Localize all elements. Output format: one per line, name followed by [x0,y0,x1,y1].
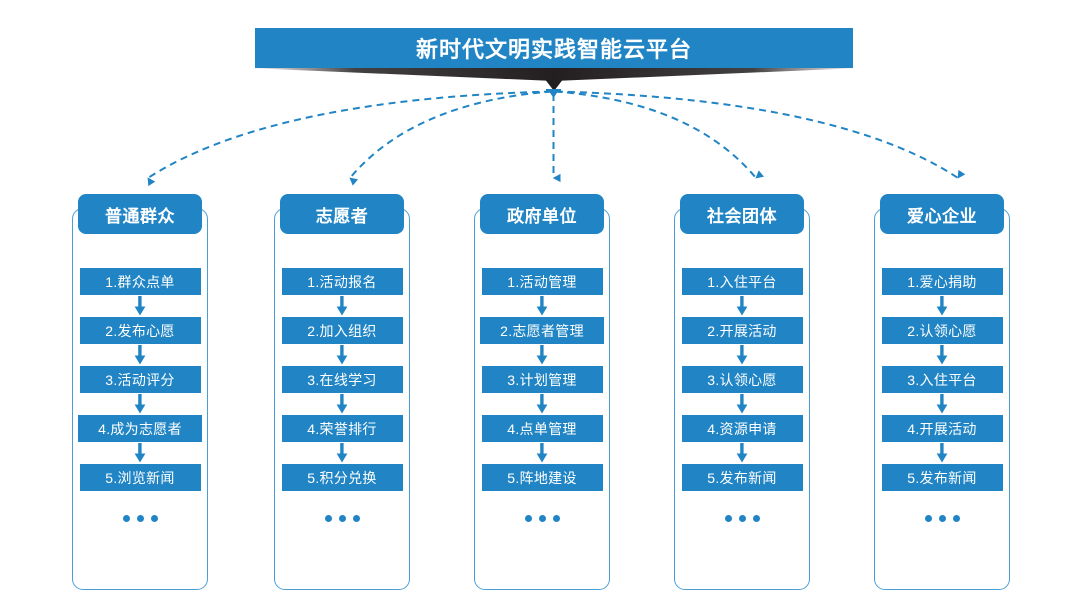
flow-arrow-down-icon [72,295,208,317]
connector-to-column-2 [349,90,553,186]
more-indicator [474,503,610,533]
list-item[interactable]: 1.入住平台 [681,268,803,295]
column-政府单位: 政府单位 1.活动管理 2.志愿者管理 3.计划管理 4.点单管理 5.阵地建设 [474,194,610,590]
list-item[interactable]: 4.开展活动 [881,415,1003,442]
connector-to-column-4 [554,90,765,179]
more-indicator [274,503,410,533]
flow-arrow-down-icon [674,442,810,464]
column-header-5[interactable]: 爱心企业 [880,194,1004,234]
column-爱心企业: 爱心企业 1.爱心捐助 2.认领心愿 3.入住平台 4.开展活动 5.发布新闻 [874,194,1010,590]
column-item-list-5: 1.爱心捐助 2.认领心愿 3.入住平台 4.开展活动 5.发布新闻 [874,268,1010,533]
list-item[interactable]: 5.阵地建设 [481,464,603,491]
column-志愿者: 志愿者 1.活动报名 2.加入组织 3.在线学习 4.荣誉排行 5.积分兑换 [274,194,410,590]
list-item[interactable]: 4.成为志愿者 [78,415,202,442]
list-item[interactable]: 2.志愿者管理 [480,317,604,344]
banner-shadow-chevron [247,68,861,91]
flow-arrow-down-icon [874,344,1010,366]
flow-arrow-down-icon [474,344,610,366]
list-item[interactable]: 4.荣誉排行 [281,415,403,442]
list-item[interactable]: 3.认领心愿 [681,366,803,393]
list-item[interactable]: 1.爱心捐助 [881,268,1003,295]
list-item[interactable]: 2.加入组织 [281,317,403,344]
more-indicator [674,503,810,533]
list-item[interactable]: 5.积分兑换 [281,464,403,491]
more-indicator [72,503,208,533]
flow-arrow-down-icon [874,442,1010,464]
list-item[interactable]: 1.活动管理 [481,268,603,295]
flow-arrow-down-icon [274,344,410,366]
flow-arrow-down-icon [474,393,610,415]
banner-bar: 新时代文明实践智能云平台 [255,28,853,68]
flow-arrow-down-icon [474,442,610,464]
column-item-list-1: 1.群众点单 2.发布心愿 3.活动评分 4.成为志愿者 5.浏览新闻 [72,268,208,533]
column-item-list-3: 1.活动管理 2.志愿者管理 3.计划管理 4.点单管理 5.阵地建设 [474,268,610,533]
connector-to-column-1 [147,90,552,187]
connector-to-column-5 [555,90,966,179]
list-item[interactable]: 2.认领心愿 [881,317,1003,344]
column-item-list-2: 1.活动报名 2.加入组织 3.在线学习 4.荣誉排行 5.积分兑换 [274,268,410,533]
list-item[interactable]: 1.活动报名 [281,268,403,295]
flow-arrow-down-icon [274,442,410,464]
list-item[interactable]: 3.计划管理 [481,366,603,393]
flow-arrow-down-icon [474,295,610,317]
column-item-list-4: 1.入住平台 2.开展活动 3.认领心愿 4.资源申请 5.发布新闻 [674,268,810,533]
page-title: 新时代文明实践智能云平台 [415,37,692,62]
flow-arrow-down-icon [674,344,810,366]
flow-arrow-down-icon [874,393,1010,415]
flow-arrow-down-icon [274,393,410,415]
column-header-2[interactable]: 志愿者 [280,194,404,234]
column-header-1[interactable]: 普通群众 [78,194,202,234]
flow-arrow-down-icon [874,295,1010,317]
column-header-3[interactable]: 政府单位 [480,194,604,234]
flow-arrow-down-icon [274,295,410,317]
list-item[interactable]: 4.资源申请 [681,415,803,442]
list-item[interactable]: 4.点单管理 [481,415,603,442]
list-item[interactable]: 3.入住平台 [881,366,1003,393]
list-item[interactable]: 2.开展活动 [681,317,803,344]
list-item[interactable]: 3.活动评分 [79,366,201,393]
flow-arrow-down-icon [674,295,810,317]
flow-arrow-down-icon [72,442,208,464]
list-item[interactable]: 3.在线学习 [281,366,403,393]
column-社会团体: 社会团体 1.入住平台 2.开展活动 3.认领心愿 4.资源申请 5.发布新闻 [674,194,810,590]
flow-arrow-down-icon [72,344,208,366]
flow-arrow-down-icon [674,393,810,415]
list-item[interactable]: 2.发布心愿 [79,317,201,344]
flow-arrow-down-icon [72,393,208,415]
list-item[interactable]: 5.浏览新闻 [79,464,201,491]
list-item[interactable]: 1.群众点单 [79,268,201,295]
list-item[interactable]: 5.发布新闻 [681,464,803,491]
column-header-4[interactable]: 社会团体 [680,194,804,234]
list-item[interactable]: 5.发布新闻 [881,464,1003,491]
column-普通群众: 普通群众 1.群众点单 2.发布心愿 3.活动评分 4.成为志愿者 5.浏览新闻 [72,194,208,590]
platform-title-banner: 新时代文明实践智能云平台 [247,28,861,92]
more-indicator [874,503,1010,533]
